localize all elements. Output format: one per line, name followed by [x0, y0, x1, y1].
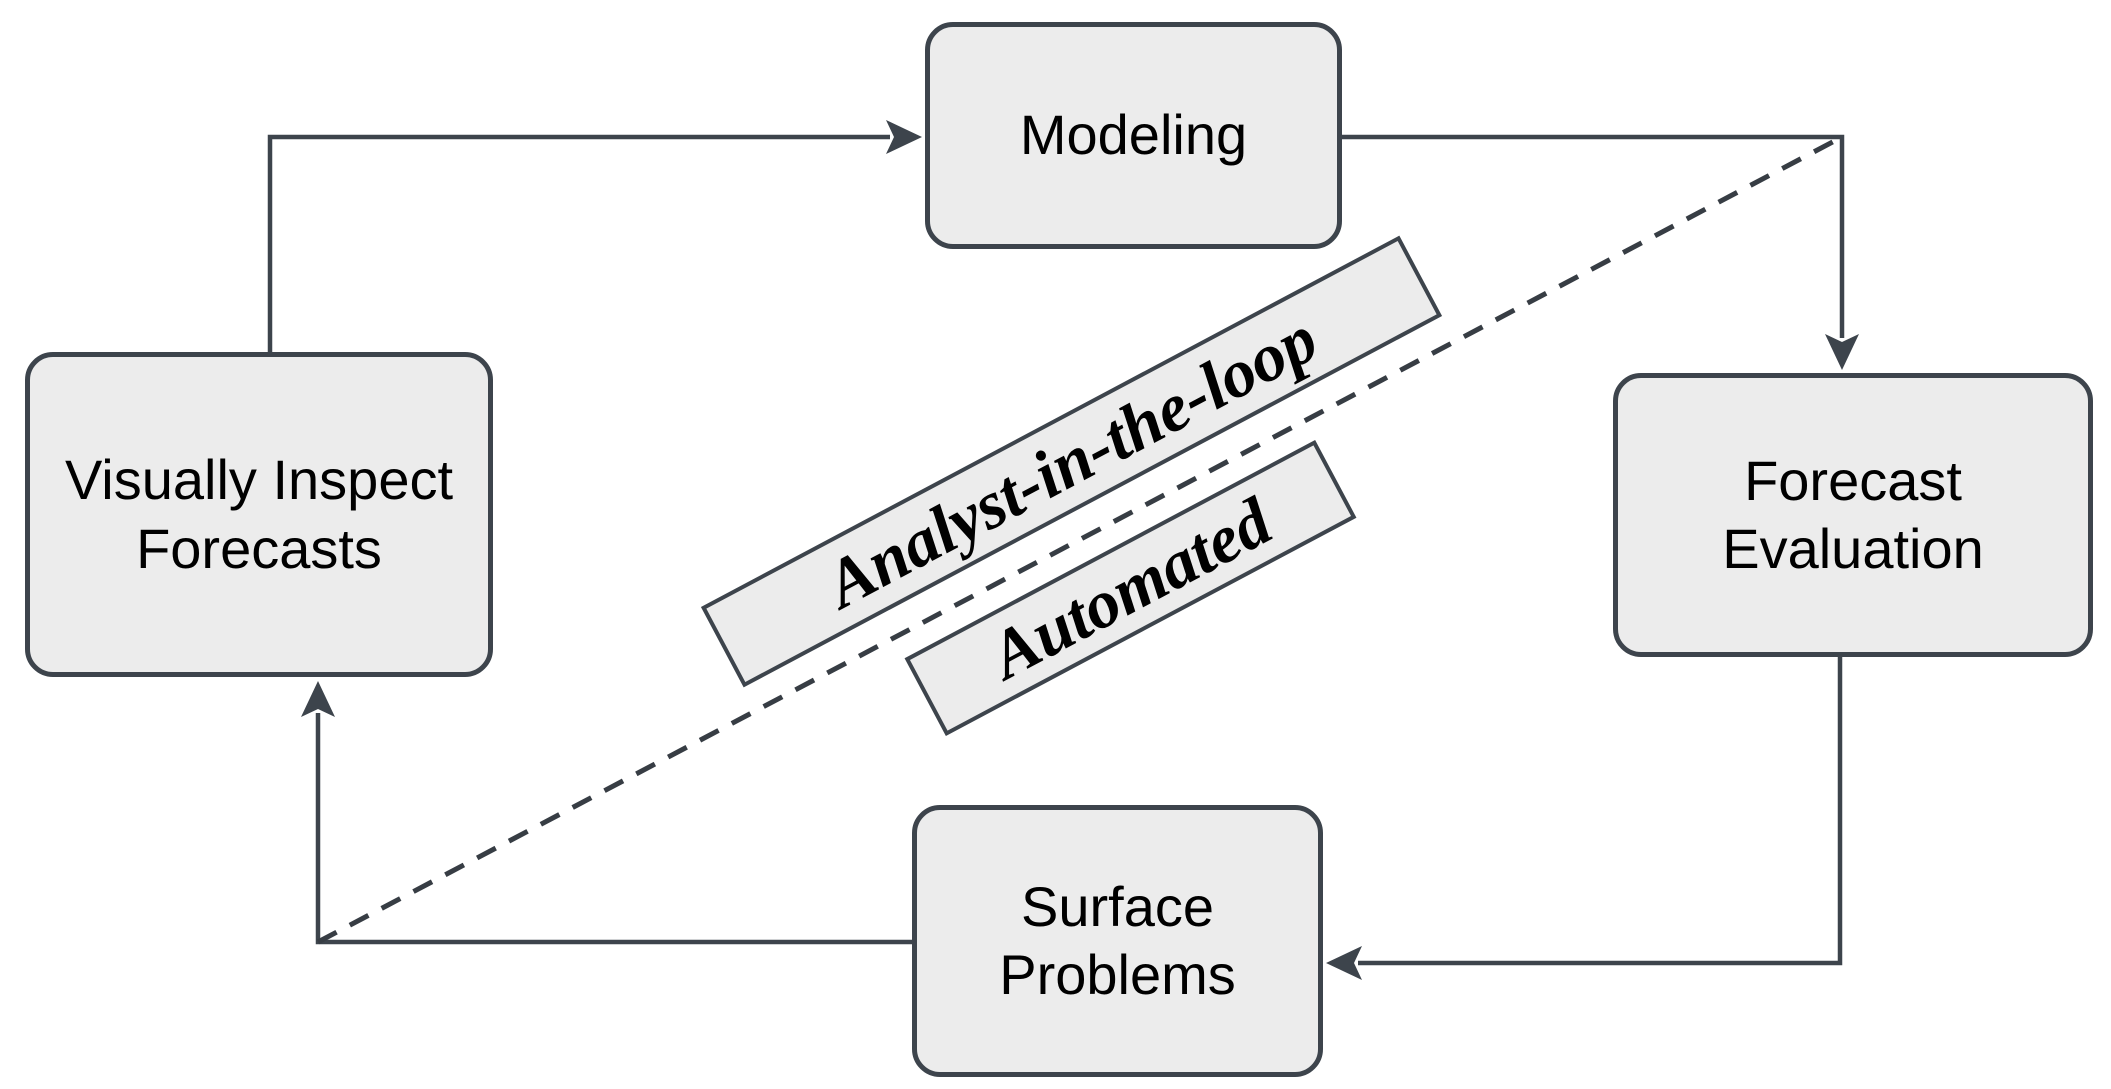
node-surface-problems-label: Surface Problems — [999, 874, 1236, 1006]
arrowhead-up-into-inspect — [301, 681, 335, 717]
node-visually-inspect-forecasts: Visually Inspect Forecasts — [25, 352, 493, 677]
node-visually-inspect-forecasts-label: Visually Inspect Forecasts — [64, 448, 454, 580]
arrowhead-down-into-evaluation — [1825, 334, 1859, 370]
edge-inspect-to-modeling — [267, 134, 890, 352]
arrowhead-right-into-modeling — [886, 120, 922, 154]
arrowhead-left-into-problems — [1326, 946, 1362, 980]
node-modeling-label: Modeling — [1019, 103, 1248, 167]
node-forecast-evaluation-label: Forecast Evaluation — [1722, 448, 1984, 580]
edge-modeling-to-evaluation — [1342, 134, 1845, 338]
edge-problems-to-inspect — [315, 713, 912, 945]
node-modeling: Modeling — [925, 22, 1342, 249]
node-surface-problems: Surface Problems — [912, 805, 1323, 1077]
node-forecast-evaluation: Forecast Evaluation — [1613, 373, 2093, 657]
edge-evaluation-to-problems — [1358, 657, 1843, 966]
